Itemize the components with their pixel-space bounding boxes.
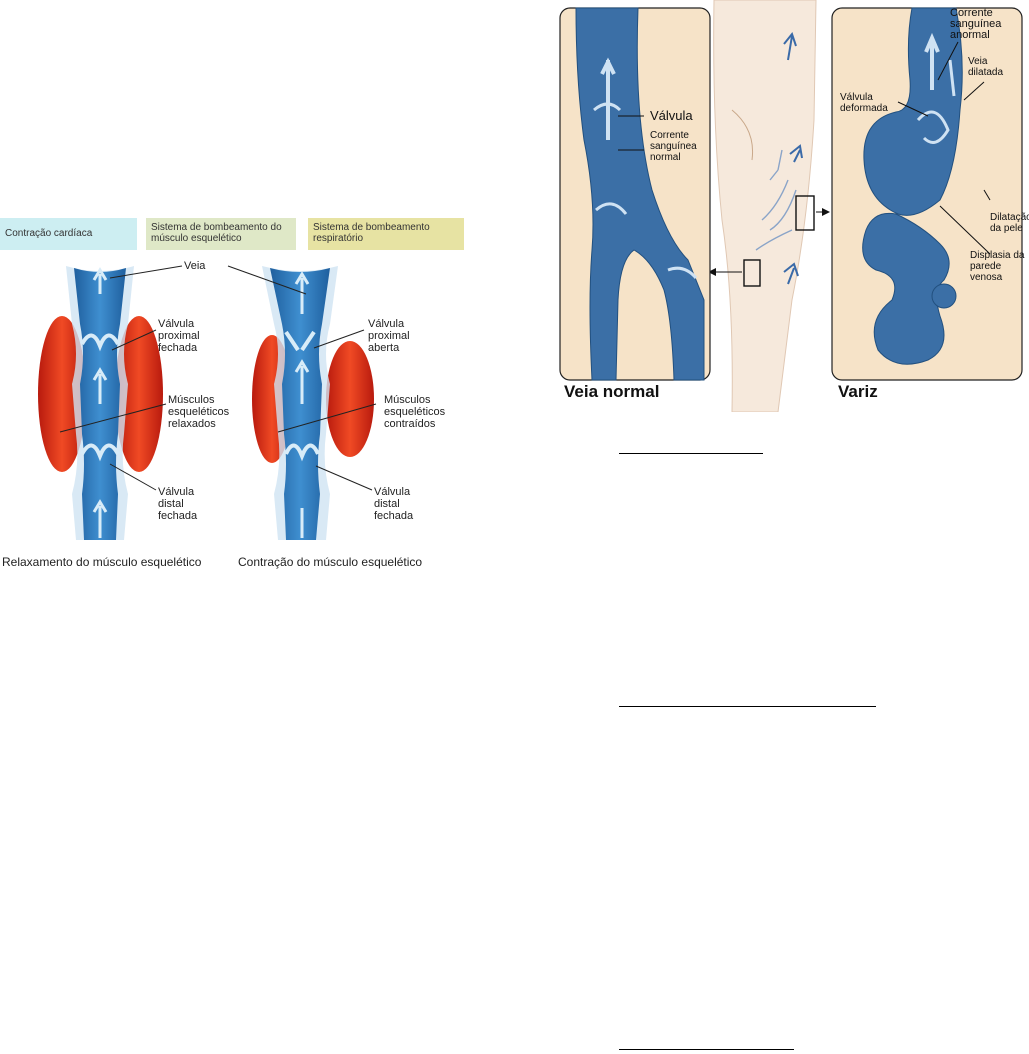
caption-relaxamento: Relaxamento do músculo esquelético — [2, 555, 202, 569]
answer-line-1 — [619, 453, 763, 454]
label-valvula-proximal-fechada: Válvula proximal fechada — [158, 318, 200, 354]
relaxed-vein-assembly — [38, 266, 163, 540]
tab-bombeamento-muscular: Sistema de bombeamento do músculo esquel… — [146, 218, 296, 250]
leg-silhouette — [713, 0, 817, 412]
muscle-pump-figure: Contração cardíaca Sistema de bombeament… — [0, 218, 470, 573]
answer-line-3 — [619, 1049, 794, 1050]
label-displasia: Displasia da parede venosa — [970, 250, 1025, 283]
tab-bombeamento-respiratorio: Sistema de bombeamento respiratório — [308, 218, 464, 250]
label-valvula-distal-fechada-right: Válvula distal fechada — [374, 486, 414, 522]
label-valvula-deformada: Válvula deformada — [840, 92, 888, 114]
caption-veia-normal: Veia normal — [564, 382, 660, 401]
muscle-pump-illustration — [38, 265, 377, 540]
muscle-left-b — [115, 316, 163, 472]
contracted-vein-assembly — [252, 266, 374, 540]
answer-line-2 — [619, 706, 876, 707]
caption-contracao: Contração do músculo esquelético — [238, 555, 423, 569]
label-musculos-relaxados: Músculos esqueléticos relaxados — [168, 394, 230, 430]
leader-lines — [59, 265, 377, 491]
varicose-illustration — [559, 0, 1023, 412]
label-corrente-normal: Corrente sanguínea normal — [650, 130, 697, 163]
muscle-left-a — [38, 316, 86, 472]
label-veia: Veia — [184, 260, 206, 272]
varicose-figure: Válvula Corrente sanguínea normal Corren… — [556, 0, 1029, 412]
label-corrente-anormal: Corrente sanguínea anormal — [950, 7, 1002, 41]
label-valvula-proximal-aberta: Válvula proximal aberta — [368, 318, 410, 354]
label-valvula-distal-fechada-left: Válvula distal fechada — [158, 486, 198, 522]
caption-variz: Variz — [838, 382, 878, 401]
label-musculos-contraidos: Músculos esqueléticos contraídos — [384, 394, 446, 430]
zoom-box-variz — [795, 195, 815, 231]
muscle-right-b — [326, 341, 374, 457]
tab-contracao-cardiaca: Contração cardíaca — [0, 218, 137, 250]
label-dilatacao-pele: Dilatação da pele — [990, 212, 1029, 234]
zoom-box-normal — [743, 259, 761, 287]
label-veia-dilatada: Veia dilatada — [968, 56, 1004, 78]
vein-right — [270, 268, 330, 540]
label-valvula: Válvula — [650, 108, 693, 123]
